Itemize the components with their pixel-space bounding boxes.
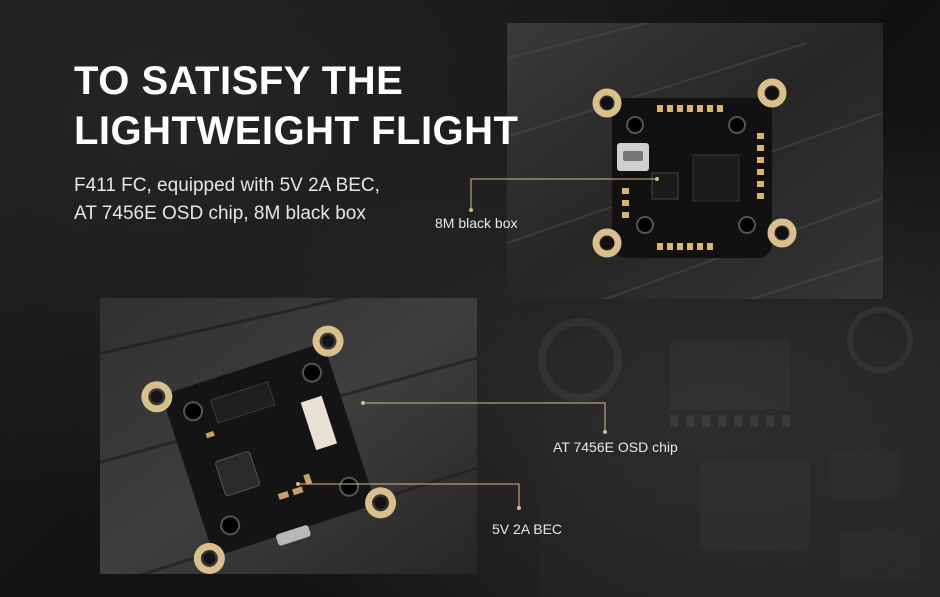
- feature-description: F411 FC, equipped with 5V 2A BEC, AT 745…: [74, 172, 380, 228]
- fc-bottom-photo: [100, 298, 477, 574]
- description-line-1: F411 FC, equipped with 5V 2A BEC,: [74, 175, 380, 196]
- description-line-2: AT 7456E OSD chip, 8M black box: [74, 203, 366, 224]
- callout-bec: 5V 2A BEC: [492, 521, 563, 537]
- callout-black-box: 8M black box: [435, 215, 518, 231]
- fc-top-photo: [507, 23, 883, 299]
- headline: TO SATISFY THE LIGHTWEIGHT FLIGHT: [74, 56, 519, 156]
- callout-osd-chip: AT 7456E OSD chip: [553, 439, 678, 455]
- headline-line-2: LIGHTWEIGHT FLIGHT: [74, 109, 519, 153]
- headline-line-1: TO SATISFY THE: [74, 59, 404, 103]
- background-circuit-board: [538, 307, 940, 597]
